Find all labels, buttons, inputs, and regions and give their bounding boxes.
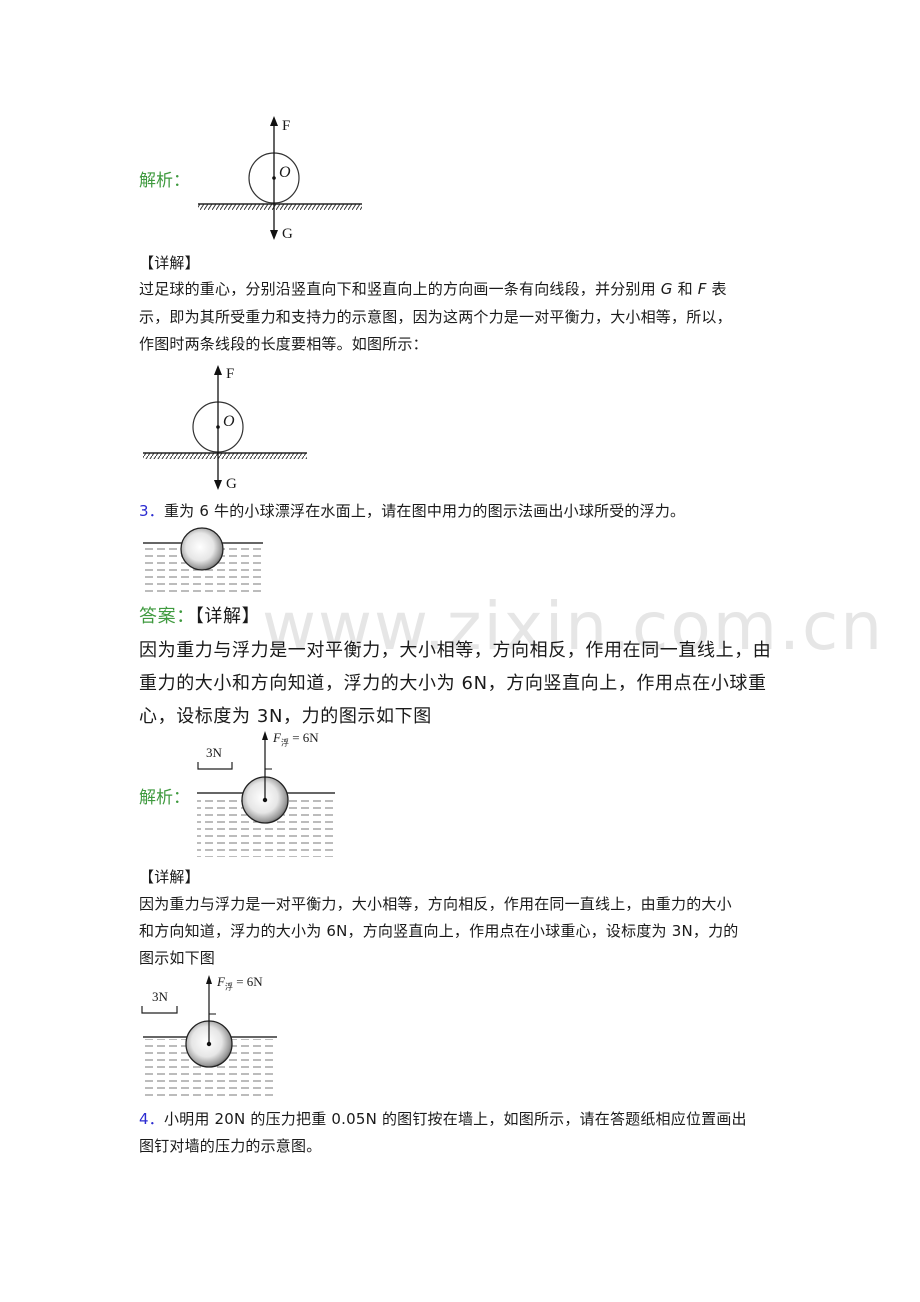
question-text: 重为 6 牛的小球漂浮在水面上，请在图中用力的图示法画出小球所受的浮力。 <box>163 502 686 520</box>
detail-line-q3-3: 图示如下图 <box>139 949 216 967</box>
detail-heading: 【详解】 <box>139 254 200 272</box>
analysis-label: 解析： <box>139 171 190 191</box>
question-3: 3．重为 6 牛的小球漂浮在水面上，请在图中用力的图示法画出小球所受的浮力。 <box>139 498 685 524</box>
buoyancy-force-label: F浮 = 6N <box>273 730 319 748</box>
detail-line-3: 作图时两条线段的长度要相等。如图所示： <box>139 335 428 353</box>
analysis-label-q3: 解析： <box>139 788 190 808</box>
answer-line-1: 因为重力与浮力是一对平衡力，大小相等，方向相反，作用在同一直线上，由 <box>139 640 772 661</box>
symbol-G: G <box>660 280 673 298</box>
detail-line-q3-1: 因为重力与浮力是一对平衡力，大小相等，方向相反，作用在同一直线上，由重力的大小 <box>139 895 732 913</box>
buoyancy-force-diagram <box>197 731 335 857</box>
force-diagram-ball-on-ground <box>198 116 362 240</box>
force-label-G: G <box>282 226 293 242</box>
detail-line-1: 过足球的重心，分别沿竖直向下和竖直向上的方向画一条有向线段，并分别用 G 和 F… <box>139 280 727 298</box>
force-label-F: F <box>282 118 291 134</box>
buoyancy-force-diagram-2 <box>141 975 277 1101</box>
detail-line-2: 示，即为其所受重力和支持力的示意图，因为这两个力是一对平衡力，大小相等，所以， <box>139 308 732 326</box>
answer-line-2: 重力的大小和方向知道，浮力的大小为 6N，方向竖直向上，作用点在小球重 <box>139 673 767 694</box>
buoyancy-force-label-2: F浮 = 6N <box>217 974 263 992</box>
answer-heading: 【详解】 <box>194 606 261 627</box>
scale-label: 3N <box>206 745 222 760</box>
answer-heading-line: 答案：【详解】 <box>139 600 260 633</box>
question-number: 3． <box>139 502 164 520</box>
answer-label: 答案： <box>139 606 195 627</box>
center-label-O-2: O <box>223 413 235 430</box>
detail-line-q3-2: 和方向知道，浮力的大小为 6N，方向竖直向上，作用点在小球重心，设标度为 3N，… <box>139 922 739 940</box>
answer-line-3: 心，设标度为 3N，力的图示如下图 <box>139 706 432 727</box>
force-label-G-2: G <box>226 476 237 492</box>
question-4-line-2: 图钉对墙的压力的示意图。 <box>139 1137 322 1155</box>
force-diagram-ball-on-ground-2 <box>143 365 307 490</box>
symbol-F: F <box>697 280 707 298</box>
force-label-F-2: F <box>226 366 235 382</box>
center-label-O: O <box>279 164 291 181</box>
detail-heading-q3: 【详解】 <box>139 868 200 886</box>
scale-label-2: 3N <box>152 989 168 1004</box>
floating-ball-figure <box>143 527 263 595</box>
question-number-4: 4． <box>139 1110 164 1128</box>
question-4-line-1: 4．小明用 20N 的压力把重 0.05N 的图钉按在墙上，如图所示，请在答题纸… <box>139 1110 747 1128</box>
